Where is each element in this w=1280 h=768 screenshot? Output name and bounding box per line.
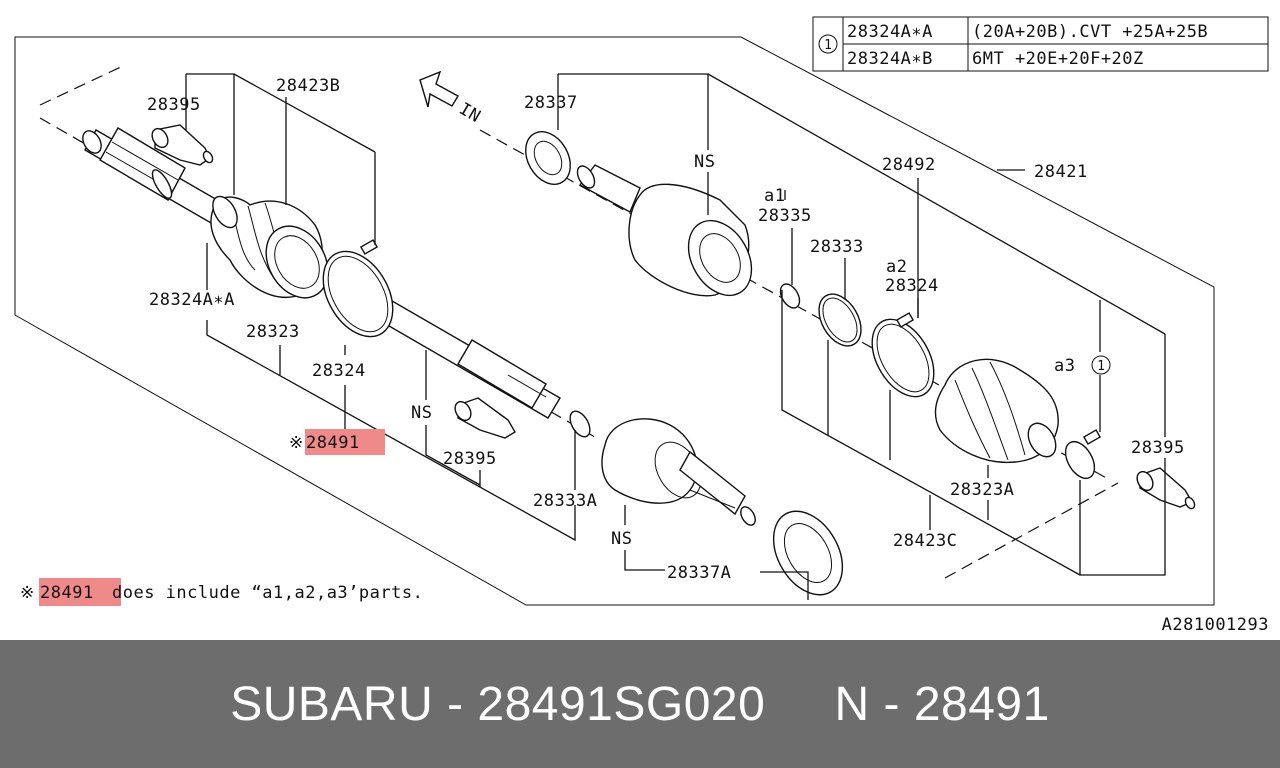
label-28324-right: 28324 bbox=[885, 276, 939, 296]
label-28335: 28335 bbox=[758, 206, 812, 226]
band-clamp-a3 bbox=[1064, 429, 1102, 480]
snap-ring-a1 bbox=[779, 283, 801, 309]
label-28395-top: 28395 bbox=[147, 95, 201, 115]
label-a2: a2 bbox=[886, 257, 907, 277]
legend-desc-b: 6MT +20E+20F+20Z bbox=[972, 49, 1144, 69]
highlight-28491-diagram bbox=[305, 429, 385, 455]
band-clamp-left bbox=[322, 239, 394, 338]
label-28492: 28492 bbox=[882, 155, 936, 175]
centerline-right-end bbox=[944, 482, 1119, 579]
part-labels: 28395 28423B 28337 IN NS 28492 28421 a1 … bbox=[147, 76, 1185, 583]
inner-joint-upper bbox=[576, 164, 753, 297]
diagram-id: A281001293 bbox=[1162, 615, 1269, 635]
band-clamp-a2 bbox=[871, 312, 935, 398]
outer-joint-lower bbox=[601, 418, 844, 596]
legend-marker: 1 bbox=[824, 38, 832, 53]
legend-desc-a: (20A+20B).CVT +25A+25B bbox=[972, 22, 1208, 42]
label-in: IN bbox=[456, 99, 485, 127]
in-direction-arrow-icon bbox=[419, 70, 459, 108]
highlight-28491-note bbox=[39, 578, 121, 606]
footer-bar: SUBARU - 28491SG020 N - 28491 bbox=[0, 640, 1280, 768]
label-28423C: 28423C bbox=[893, 531, 957, 551]
ring-28333 bbox=[818, 293, 862, 347]
footnote: ※ 28491 does include “a1,a2,a3’parts. bbox=[20, 578, 423, 606]
leader-lines bbox=[185, 73, 1166, 600]
label-28323A: 28323A bbox=[950, 480, 1014, 500]
label-a3-marker: 1 bbox=[1097, 359, 1105, 374]
label-28337A: 28337A bbox=[667, 563, 731, 583]
note-part: 28491 bbox=[40, 583, 94, 603]
legend-marker-circle bbox=[818, 34, 838, 54]
label-28324-left: 28324 bbox=[312, 361, 366, 381]
parts-diagram: 1 28324A∗A (20A+20B).CVT +25A+25B 28324A… bbox=[14, 16, 1269, 635]
cap-28395-mid bbox=[454, 397, 516, 439]
label-ns-1: NS bbox=[694, 152, 715, 172]
label-a3: a3 bbox=[1054, 356, 1075, 376]
label-ns-3: NS bbox=[611, 529, 632, 549]
legend-code-b: 28324A∗B bbox=[847, 49, 933, 69]
a3-marker-circle bbox=[1091, 355, 1111, 375]
label-28423B: 28423B bbox=[276, 76, 340, 96]
seal-28337 bbox=[525, 131, 571, 185]
label-28324A-A: 28324A∗A bbox=[149, 290, 235, 310]
snap-ring-28333A bbox=[569, 410, 591, 438]
label-28337: 28337 bbox=[524, 93, 578, 113]
legend-code-a: 28324A∗A bbox=[847, 22, 933, 42]
centerline-left-end bbox=[39, 64, 126, 106]
legend-table: 1 28324A∗A (20A+20B).CVT +25A+25B 28324A… bbox=[812, 16, 1269, 72]
label-ns-2: NS bbox=[411, 403, 432, 423]
label-28333A: 28333A bbox=[533, 491, 597, 511]
left-cv-boot bbox=[210, 195, 329, 299]
label-28395-mid: 28395 bbox=[443, 449, 497, 469]
label-a1: a1 bbox=[764, 186, 785, 206]
footer-part-number: SUBARU - 28491SG020 N - 28491 bbox=[230, 677, 1050, 731]
note-mark: ※ bbox=[20, 583, 35, 603]
cap-28395-right bbox=[1136, 467, 1196, 510]
right-cv-boot bbox=[934, 358, 1059, 464]
cap-28395-top bbox=[151, 124, 214, 166]
label-28491: 28491 bbox=[306, 433, 360, 453]
label-28395-right: 28395 bbox=[1131, 438, 1185, 458]
label-28323: 28323 bbox=[246, 322, 300, 342]
assembly-outline bbox=[14, 36, 1215, 606]
note-text: does include “a1,a2,a3’parts. bbox=[112, 583, 423, 603]
label-28491-mark: ※ bbox=[289, 433, 304, 453]
label-28421: 28421 bbox=[1034, 162, 1088, 182]
label-28333: 28333 bbox=[810, 237, 864, 257]
